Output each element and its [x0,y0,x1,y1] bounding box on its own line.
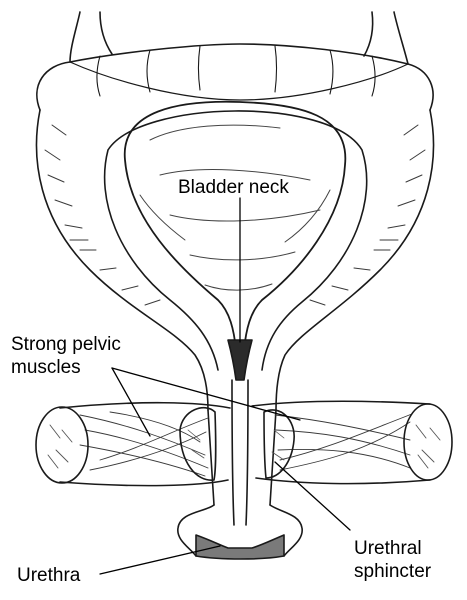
label-strong-pelvic-muscles: Strong pelvic muscles [11,334,121,378]
urethra-tube [207,379,277,526]
urethral-opening-tissue [195,534,285,560]
pelvic-muscle-band [59,400,431,487]
urethral-sphincter-shape [179,406,295,481]
muscle-cap-right [403,403,453,481]
label-bladder-neck: Bladder neck [178,177,289,198]
bladder-outer-wall [35,109,435,411]
muscle-cap-left [35,406,89,484]
leader-pelvic-1 [111,367,151,437]
ureter-right [363,11,409,65]
bladder-rim [36,43,434,111]
bladder-lumen [123,100,347,351]
ureter-left [69,11,113,63]
label-urethra: Urethra [17,565,81,586]
leader-sphincter [274,461,351,531]
leader-pelvic-2 [111,367,301,421]
leader-urethra [99,545,221,575]
bladder-middle-wall [103,110,368,371]
label-urethral-sphincter: Urethral sphincter [354,538,432,582]
bladder-neck-funnel [227,339,253,381]
urethral-opening [177,504,303,557]
